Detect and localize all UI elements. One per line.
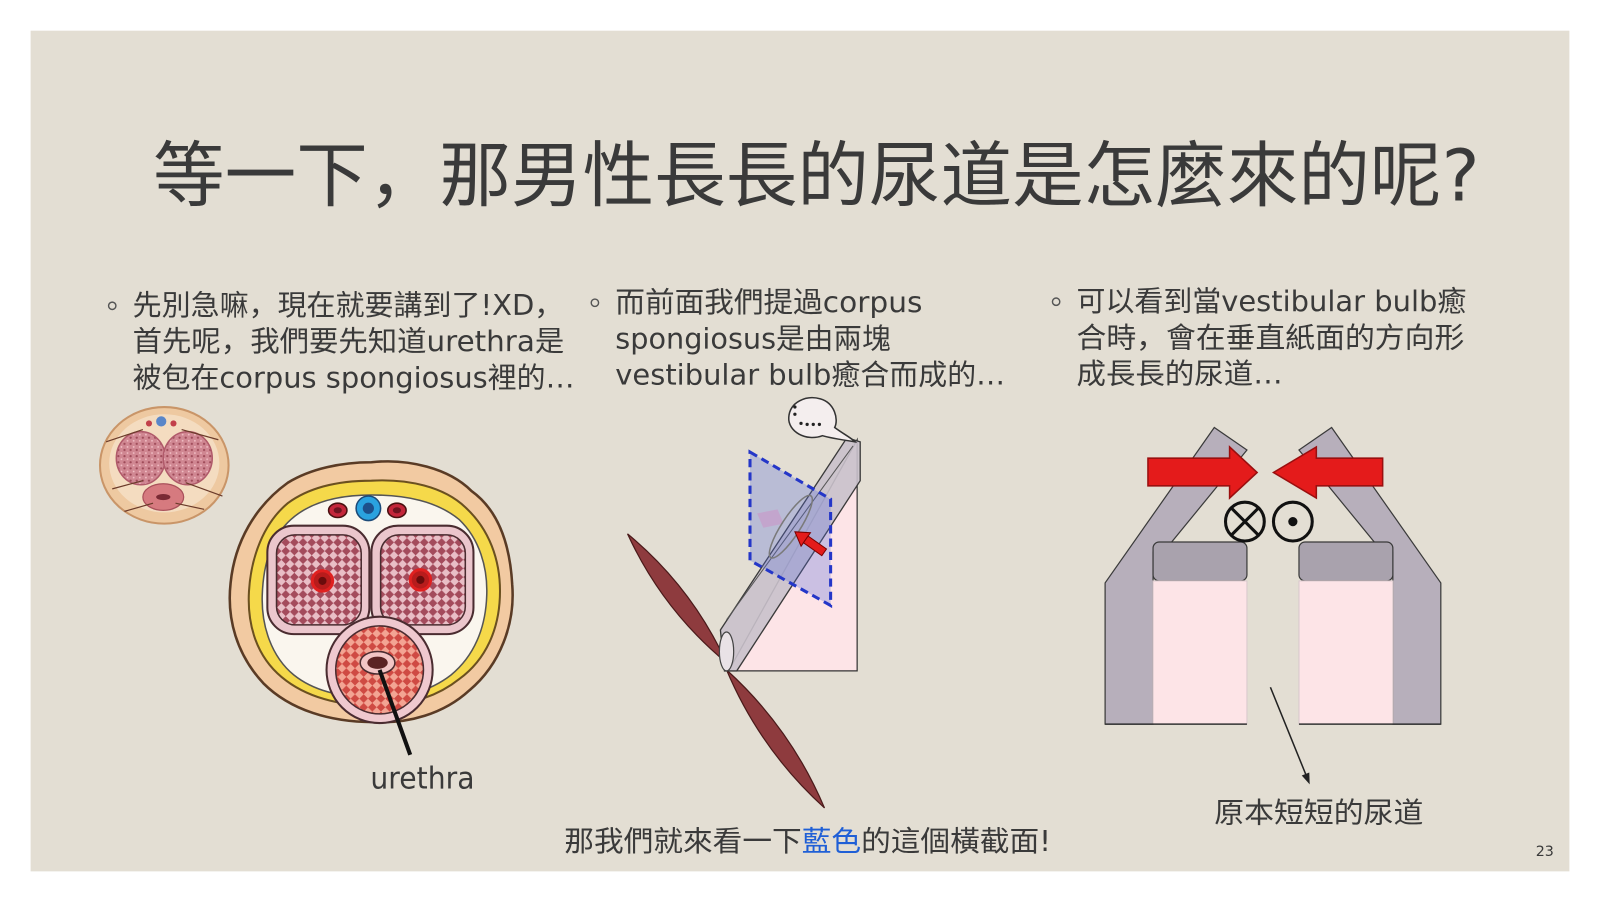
red-arrow-icon <box>794 531 828 557</box>
bullet-column-3: 可以看到當vestibular bulb癒 合時，會在垂直紙面的方向形 成長長的… <box>1051 284 1467 391</box>
slide-title: 等一下，那男性長長的尿道是怎麼來的呢? <box>153 134 1480 217</box>
pointer-line <box>1269 686 1307 776</box>
thumbnail-urethra <box>156 493 171 501</box>
bulb-plane-diagram: 那我們就來看一下藍色的這個橫截面! <box>564 397 1051 858</box>
bullet-icon <box>590 298 600 308</box>
caption-text: 的這個橫截面! <box>861 824 1051 858</box>
bulb-right-cap <box>1298 541 1394 582</box>
circle-cross-icon <box>1223 500 1266 543</box>
cross-section-plane <box>748 449 833 609</box>
bullet-line: 首先呢，我們要先知道urethra是 <box>133 324 565 358</box>
glans-bulb <box>788 397 858 443</box>
bulb-left-cap <box>1152 541 1248 582</box>
urethra-label: urethra <box>370 761 474 796</box>
cross-section-caption: 那我們就來看一下藍色的這個橫截面! <box>564 824 1051 858</box>
thumbnail-artery-left <box>145 420 153 427</box>
bullet-icon <box>1051 297 1061 307</box>
cross-section-diagram: urethra <box>228 460 514 797</box>
short-urethra-label: 原本短短的尿道 <box>1214 795 1423 829</box>
dorsal-artery-left-lumen <box>333 507 342 514</box>
anatomy-photo-thumbnail <box>98 406 230 525</box>
bullet-line: 可以看到當vestibular bulb癒 <box>1077 284 1467 318</box>
bullet-line: 成長長的尿道… <box>1077 356 1283 390</box>
dorsal-vein-lumen <box>362 502 374 514</box>
thumbnail-dorsal-vein <box>156 416 167 427</box>
urethra-pointer-line <box>377 669 413 756</box>
urethra-left-half <box>1152 580 1248 725</box>
thumbnail-strands <box>105 428 223 512</box>
bullet-column-1: 先別急嘛，現在就要講到了!XD， 首先呢，我們要先知道urethra是 被包在c… <box>107 288 575 395</box>
deep-artery-left-lumen <box>318 576 327 585</box>
bullet-column-2: 而前面我們提過corpus spongiosus是由兩塊 vestibular … <box>590 285 1005 392</box>
thumbnail-cavernosum-left <box>115 430 167 486</box>
dorsal-artery-right-lumen <box>392 507 402 514</box>
bullet-line: 合時，會在垂直紙面的方向形 <box>1077 321 1465 355</box>
bullet-line: 先別急嘛，現在就要講到了!XD， <box>133 288 564 322</box>
caption-text: 那我們就來看一下 <box>564 824 801 858</box>
glans-dots <box>793 405 822 427</box>
bullet-line: spongiosus是由兩塊 <box>615 322 891 356</box>
crus-lower <box>725 669 826 809</box>
caption-highlight: 藍色 <box>802 824 861 858</box>
red-arrow-shaft <box>802 535 828 557</box>
urethra-right-half <box>1298 580 1394 725</box>
left-arrow-icon <box>1271 445 1384 500</box>
thumbnail-cavernosum-right <box>162 430 214 486</box>
pointer-arrowhead <box>1301 772 1310 785</box>
fusion-diagram: 原本短短的尿道 <box>1104 426 1442 829</box>
plate-edge-line <box>726 445 854 621</box>
bullet-line: 被包在corpus spongiosus裡的… <box>133 361 575 395</box>
page-number: 23 <box>1536 844 1554 860</box>
thumbnail-artery-right <box>170 420 177 427</box>
bullet-line: 而前面我們提過corpus <box>615 285 922 319</box>
bullet-icon <box>107 301 117 311</box>
right-arrow-icon <box>1147 445 1259 500</box>
circle-dot-icon <box>1271 500 1314 543</box>
bulb-end <box>718 631 735 672</box>
bullet-line: vestibular bulb癒合而成的… <box>615 358 1005 392</box>
deep-artery-right-lumen <box>416 575 425 584</box>
urethra-lumen <box>367 656 388 669</box>
urethral-tissue <box>757 509 784 528</box>
